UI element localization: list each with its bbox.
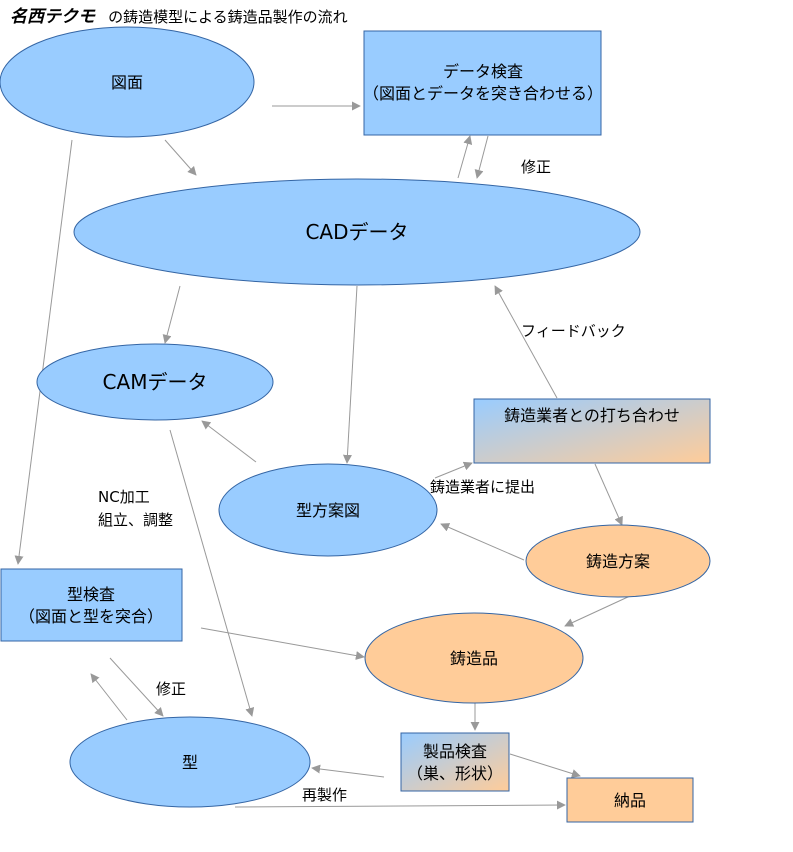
node-drawing-label: 図面 — [111, 73, 143, 92]
node-mold-check[interactable]: 型検査 （図面と型を突合） — [0, 568, 183, 642]
node-data-check-label-1: データ検査 — [443, 62, 523, 81]
node-mold-shape — [69, 716, 311, 808]
edges — [14, 101, 631, 810]
edge-labels: 修正 フィードバック 鋳造業者に提出 NC加工 組立、調整 修正 再製作 — [98, 158, 626, 804]
arrow-castingplan-to-casting — [564, 595, 631, 627]
label-feedback: フィードバック — [521, 322, 626, 340]
node-cad-data[interactable]: CADデータ — [73, 178, 641, 286]
node-casting-shape — [364, 612, 584, 704]
arrow-drawing-to-cad — [164, 139, 197, 176]
node-mold[interactable]: 型 — [69, 716, 311, 808]
label-nc-line2: 組立、調整 — [98, 511, 173, 529]
arrow-mold-to-delivery — [234, 800, 566, 810]
node-product-check[interactable]: 製品検査 （巣、形状） — [400, 732, 510, 792]
diagram-title: 名西テクモ の鋳造模型による鋳造品製作の流れ — [10, 7, 348, 27]
arrow-productcheck-to-delivery — [509, 753, 581, 778]
arrow-moldcheck-to-casting — [200, 627, 365, 661]
node-data-check-shape — [363, 30, 602, 136]
node-plan-drawing[interactable]: 型方案図 — [218, 463, 438, 557]
arrow-drawing-to-moldcheck — [14, 139, 73, 565]
node-drawing[interactable]: 図面 — [0, 26, 255, 138]
node-delivery-label: 納品 — [614, 791, 646, 810]
node-plan-drawing-shape — [218, 463, 438, 557]
label-submit: 鋳造業者に提出 — [430, 478, 535, 496]
node-casting-plan[interactable]: 鋳造方案 — [525, 524, 711, 598]
node-mold-check-label-2: （図面と型を突合） — [19, 607, 163, 626]
node-casting-label: 鋳造品 — [450, 649, 498, 668]
node-product-check-shape — [400, 732, 510, 792]
nodes: 図面 データ検査 （図面とデータを突き合わせる） CADデータ CAMデータ 鋳… — [0, 26, 711, 823]
node-delivery[interactable]: 納品 — [566, 777, 694, 823]
node-casting[interactable]: 鋳造品 — [364, 612, 584, 704]
arrow-moldcheck-to-mold — [109, 657, 164, 717]
node-drawing-shape — [0, 26, 255, 138]
node-cam-data-shape — [36, 343, 274, 421]
node-plan-drawing-label: 型方案図 — [296, 501, 360, 520]
node-meeting-shape — [473, 398, 711, 464]
arrow-cad-to-datacheck — [457, 135, 473, 179]
node-cam-data-label: CAMデータ — [103, 370, 208, 394]
node-product-check-label-2: （巣、形状） — [407, 764, 503, 783]
node-cad-data-label: CADデータ — [305, 220, 408, 244]
node-mold-check-label-1: 型検査 — [67, 585, 115, 604]
node-casting-plan-shape — [525, 524, 711, 598]
arrow-plandrawing-to-meeting — [434, 461, 473, 479]
node-product-check-label-1: 製品検査 — [423, 742, 487, 761]
label-nc-line1: NC加工 — [98, 488, 150, 506]
node-meeting-label: 鋳造業者との打ち合わせ — [504, 406, 680, 425]
title-rest: の鋳造模型による鋳造品製作の流れ — [108, 8, 348, 26]
node-mold-label: 型 — [182, 753, 198, 772]
node-cam-data[interactable]: CAMデータ — [36, 343, 274, 421]
node-casting-plan-label: 鋳造方案 — [586, 552, 650, 571]
arrow-meeting-to-castingplan — [594, 463, 623, 526]
label-remake: 再製作 — [302, 786, 347, 804]
node-delivery-shape — [566, 777, 694, 823]
node-data-check-label-2: （図面とデータを突き合わせる） — [363, 84, 603, 103]
node-mold-check-shape — [0, 568, 183, 642]
label-fix-top: 修正 — [521, 158, 551, 176]
arrow-castingplan-to-plandrawing — [440, 523, 525, 561]
arrow-datacheck-to-cad — [474, 135, 489, 179]
title-brand: 名西テクモ — [10, 7, 96, 27]
arrow-cad-to-plandrawing — [342, 285, 358, 464]
arrow-cam-to-mold — [169, 429, 255, 717]
arrow-cad-to-cam — [162, 285, 181, 344]
node-cad-data-shape — [73, 178, 641, 286]
arrow-plandrawing-to-cam — [201, 420, 257, 463]
node-data-check[interactable]: データ検査 （図面とデータを突き合わせる） — [363, 30, 603, 136]
node-meeting[interactable]: 鋳造業者との打ち合わせ — [473, 398, 711, 464]
arrow-mold-to-moldcheck — [90, 673, 128, 721]
arrow-productcheck-to-mold — [311, 764, 385, 778]
label-fix-bottom: 修正 — [156, 680, 186, 698]
arrow-meeting-feedback-to-cad — [494, 285, 558, 399]
